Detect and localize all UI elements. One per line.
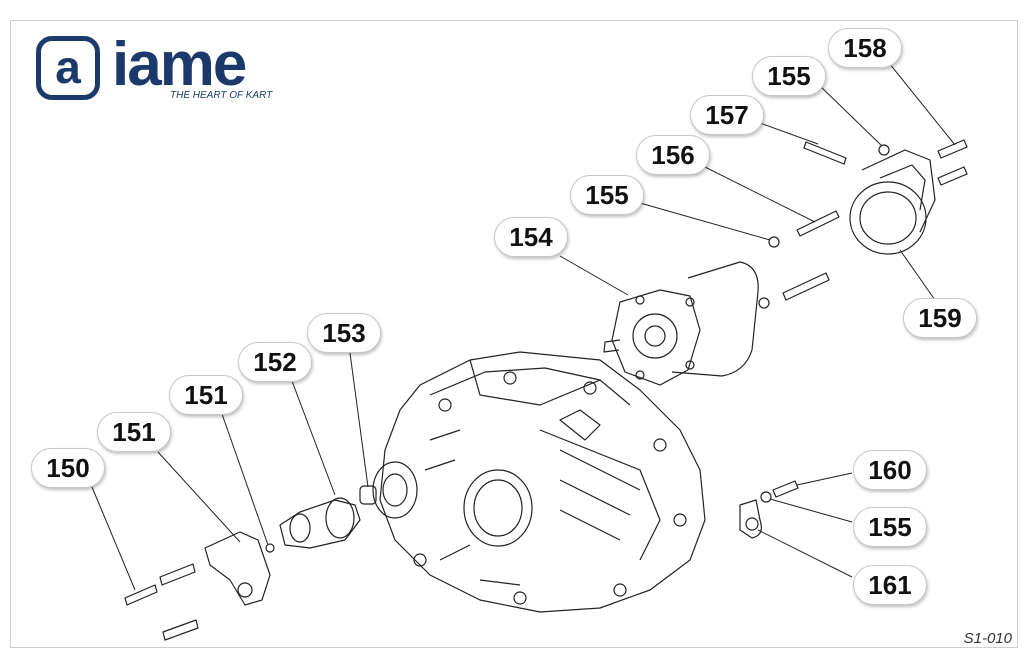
callout-159: 159 [903, 298, 977, 338]
diagram-frame [10, 20, 1018, 648]
screws-upper [758, 139, 968, 309]
drawing-code: S1-010 [963, 630, 1012, 647]
bendix-gear-parts [124, 485, 377, 641]
leader-lines [91, 57, 956, 591]
starter-motor [603, 261, 759, 386]
callout-161: 161 [853, 565, 927, 605]
callout-155: 155 [853, 507, 927, 547]
callout-150: 150 [31, 448, 105, 488]
callout-154: 154 [494, 217, 568, 257]
callout-155: 155 [752, 56, 826, 96]
iame-logo: a iame THE HEART OF KART [36, 30, 276, 108]
logo-word: iame [112, 30, 247, 99]
callout-152: 152 [238, 342, 312, 382]
callout-151: 151 [97, 412, 171, 452]
small-clamp-parts [739, 480, 799, 539]
starter-bracket [849, 149, 936, 255]
logo-tagline: THE HEART OF KART [170, 90, 273, 101]
callout-155: 155 [570, 175, 644, 215]
logo-mark: a [36, 36, 100, 100]
callout-157: 157 [690, 95, 764, 135]
crankcase [372, 351, 706, 613]
callout-156: 156 [636, 135, 710, 175]
callout-160: 160 [853, 450, 927, 490]
callout-153: 153 [307, 313, 381, 353]
callout-158: 158 [828, 28, 902, 68]
callout-151: 151 [169, 375, 243, 415]
